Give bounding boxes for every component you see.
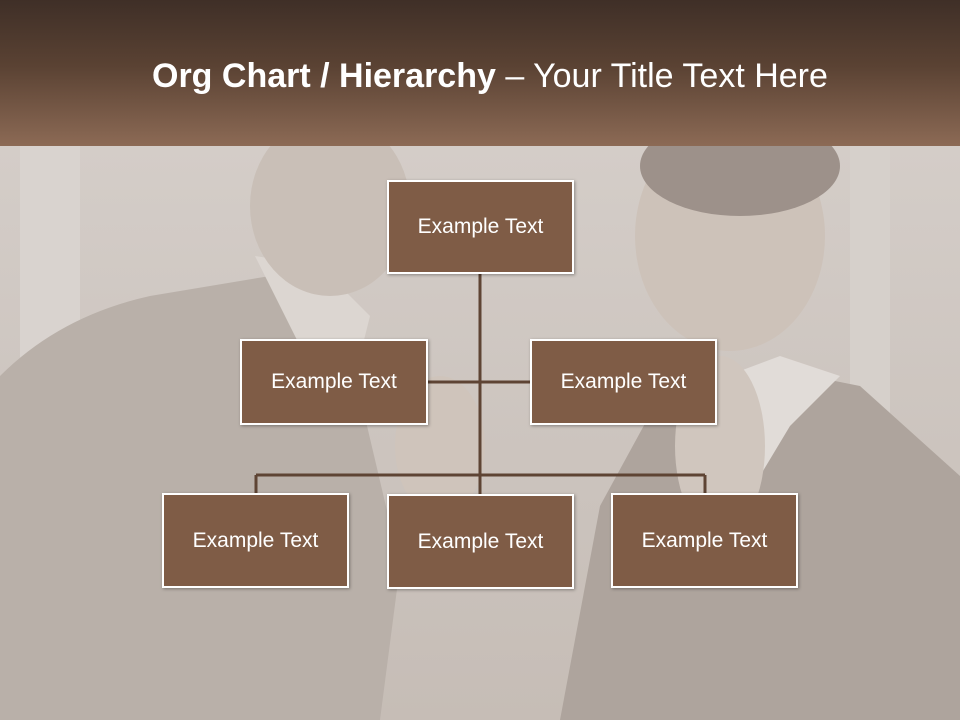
org-node-child-center[interactable]: Example Text [387, 494, 574, 589]
org-node-root[interactable]: Example Text [387, 180, 574, 274]
org-node-child-right[interactable]: Example Text [611, 493, 798, 588]
slide-title: Org Chart / Hierarchy – Your Title Text … [152, 52, 828, 100]
slide-title-rest: – Your Title Text Here [495, 57, 828, 95]
org-node-label: Example Text [641, 528, 768, 552]
org-node-label: Example Text [417, 529, 544, 553]
org-node-child-left[interactable]: Example Text [162, 493, 349, 588]
org-node-assistant-left[interactable]: Example Text [240, 339, 428, 425]
slide-title-bold: Org Chart / Hierarchy [152, 57, 496, 95]
org-node-label: Example Text [560, 370, 687, 393]
org-node-label: Example Text [271, 370, 397, 393]
title-bar: Org Chart / Hierarchy – Your Title Text … [0, 0, 960, 146]
org-node-assistant-right[interactable]: Example Text [530, 339, 717, 425]
org-node-label: Example Text [192, 528, 319, 552]
org-node-label: Example Text [417, 215, 544, 238]
